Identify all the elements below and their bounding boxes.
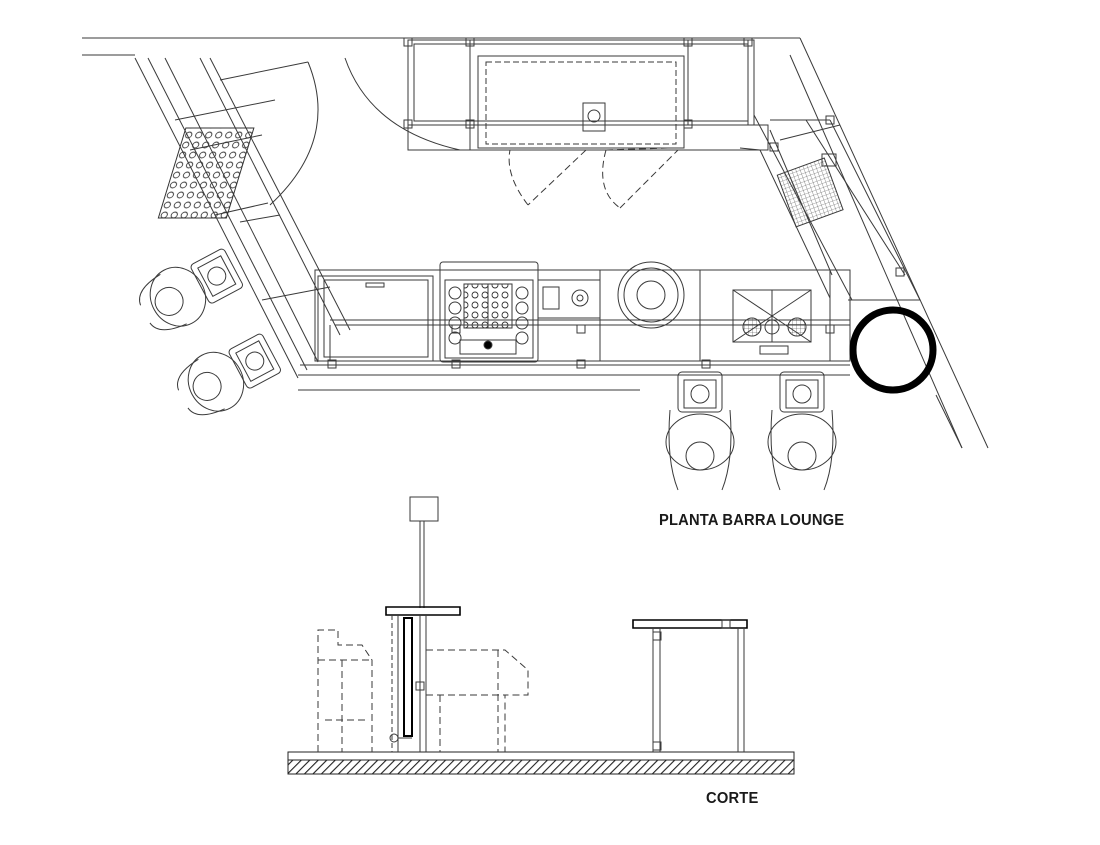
- bar-counter-section: [386, 607, 460, 752]
- plan-title: PLANTA BARRA LOUNGE: [659, 512, 845, 529]
- back-counter-section: [633, 620, 747, 752]
- building-outline: [82, 38, 988, 448]
- floor-plan: [82, 38, 988, 490]
- floor-hatch: [288, 760, 794, 774]
- stove-unit: [440, 262, 538, 362]
- door-swings-left: [220, 58, 460, 205]
- back-counter-top: [404, 38, 768, 150]
- section-view: [288, 497, 794, 774]
- dish-rack-unit: [733, 290, 811, 354]
- double-door: [509, 148, 678, 208]
- right-counter: [740, 115, 920, 300]
- stool-people: [131, 241, 836, 490]
- sink-unit: [538, 280, 600, 318]
- left-counter: [135, 58, 350, 378]
- pendant-lamp: [410, 497, 438, 608]
- section-title: CORTE: [706, 790, 759, 807]
- chair-section: [318, 630, 372, 752]
- cooler-unit: [318, 276, 433, 361]
- main-counter: [298, 270, 850, 390]
- equipment-section: [426, 650, 528, 752]
- round-table-unit: [618, 262, 684, 328]
- column-circle: [853, 310, 933, 390]
